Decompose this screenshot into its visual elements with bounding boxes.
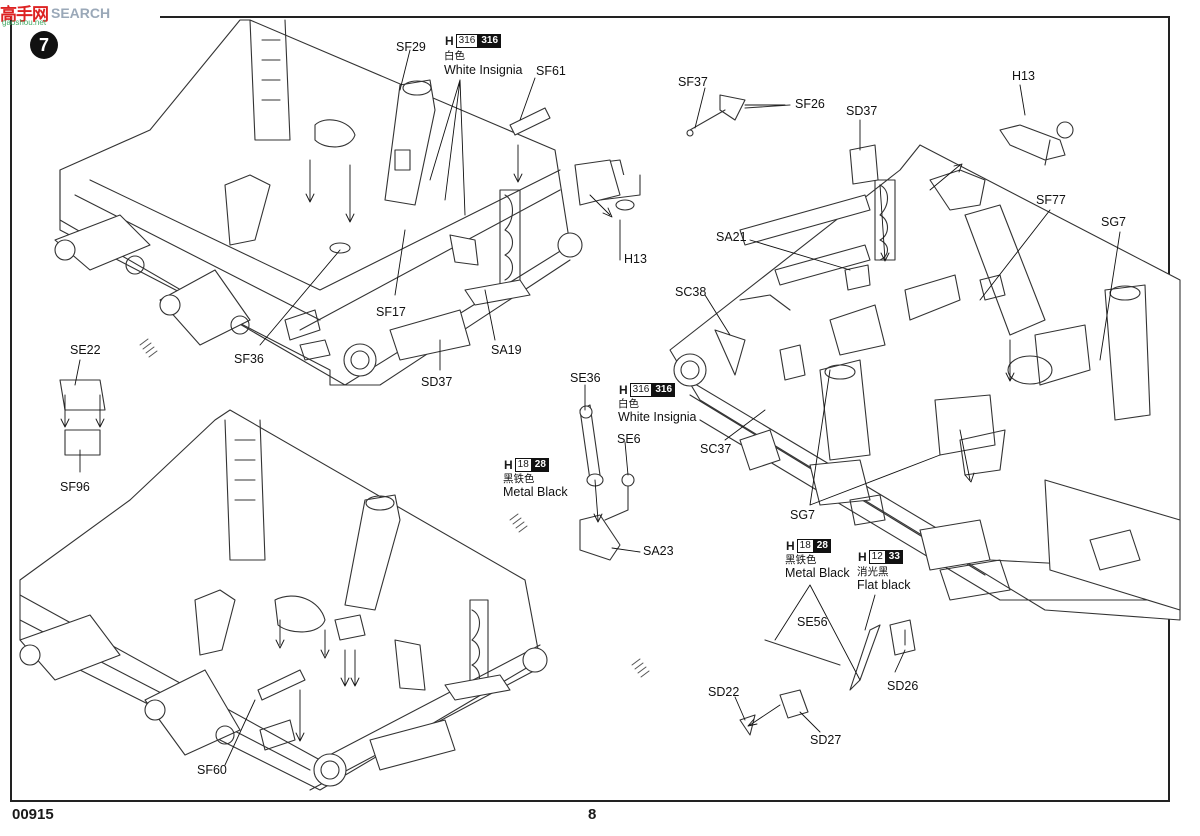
paint-prefix: H [504, 458, 513, 472]
paint-code-flat: H 12 33 [857, 550, 903, 564]
label-sf36: SF36 [234, 352, 264, 366]
chassis-right [669, 121, 1181, 621]
label-sc38: SC38 [675, 285, 707, 299]
label-sd22: SD22 [708, 685, 740, 699]
page-number: 8 [588, 806, 597, 823]
paint-prefix: H [619, 383, 628, 397]
chassis-top-left [54, 19, 641, 386]
watermark-cn: 高手网 [0, 5, 49, 24]
paint-en-white-b: White Insignia [618, 410, 697, 424]
watermark-en: SEARCH [51, 4, 111, 21]
paint-code-box: 316 [455, 34, 479, 48]
label-h13-a: H13 [624, 252, 647, 266]
step-number-badge: 7 [30, 31, 58, 59]
watermark-sub: gaoshou.net [2, 18, 47, 27]
label-sf60: SF60 [197, 763, 227, 777]
paint-cn-white-a: 白色 [444, 50, 465, 62]
label-sf17: SF17 [376, 305, 406, 319]
paint-code-metal-a: H 18 28 [503, 458, 549, 472]
label-sc37: SC37 [700, 442, 732, 456]
paint-code-box: 316 [629, 383, 653, 397]
paint-code-box: 18 [514, 458, 532, 472]
label-sf61: SF61 [536, 64, 566, 78]
page-top-rule [160, 16, 1170, 18]
label-se56: SE56 [797, 615, 828, 629]
label-sf96: SF96 [60, 480, 90, 494]
paint-cn-metal-b: 黑铁色 [785, 554, 817, 566]
label-sf77: SF77 [1036, 193, 1066, 207]
label-se22: SE22 [70, 343, 101, 357]
paint-en-white-a: White Insignia [444, 63, 523, 77]
label-sd37-b: SD37 [846, 104, 878, 118]
paint-prefix: H [786, 539, 795, 553]
chassis-bottom-left [19, 409, 548, 791]
paint-code-box-dark: 316 [652, 383, 676, 397]
label-sd27: SD27 [810, 733, 842, 747]
paint-code-white-b: H 316 316 [618, 383, 676, 397]
label-sa19: SA19 [491, 343, 522, 357]
paint-prefix: H [445, 34, 454, 48]
paint-cn-white-b: 白色 [618, 398, 639, 410]
middle-parts [59, 94, 916, 736]
paint-code-box-dark: 28 [813, 539, 831, 553]
paint-code-metal-b: H 18 28 [785, 539, 831, 553]
paint-prefix: H [858, 550, 867, 564]
paint-code-box-dark: 28 [531, 458, 549, 472]
paint-code-box: 18 [796, 539, 814, 553]
paint-cn-flat: 消光黑 [857, 566, 889, 578]
label-h13-b: H13 [1012, 69, 1035, 83]
paint-code-box-dark: 316 [478, 34, 502, 48]
label-sd37-a: SD37 [421, 375, 453, 389]
leader-lines [74, 49, 1121, 766]
label-sg7-b: SG7 [790, 508, 816, 522]
paint-en-metal-b: Metal Black [785, 566, 850, 580]
paint-en-flat: Flat black [857, 578, 911, 592]
label-sf29: SF29 [396, 40, 426, 54]
assembly-arrows [60, 144, 1015, 742]
footer-code: 00915 [12, 806, 54, 823]
paint-code-white-a: H 316 316 [444, 34, 502, 48]
label-sd26: SD26 [887, 679, 919, 693]
hatch-marks [139, 338, 650, 678]
paint-code-box-dark: 33 [885, 550, 903, 564]
label-se6: SE6 [617, 432, 641, 446]
paint-en-metal-a: Metal Black [503, 485, 568, 499]
label-sa21: SA21 [716, 230, 747, 244]
label-sf37: SF37 [678, 75, 708, 89]
label-sg7-a: SG7 [1101, 215, 1127, 229]
paint-code-box: 12 [868, 550, 886, 564]
label-sa23: SA23 [643, 544, 674, 558]
label-se36: SE36 [570, 371, 601, 385]
paint-cn-metal-a: 黑铁色 [503, 473, 535, 485]
watermark-logo: 高手网 SEARCH gaoshou.net [0, 0, 111, 28]
label-sf26: SF26 [795, 97, 825, 111]
